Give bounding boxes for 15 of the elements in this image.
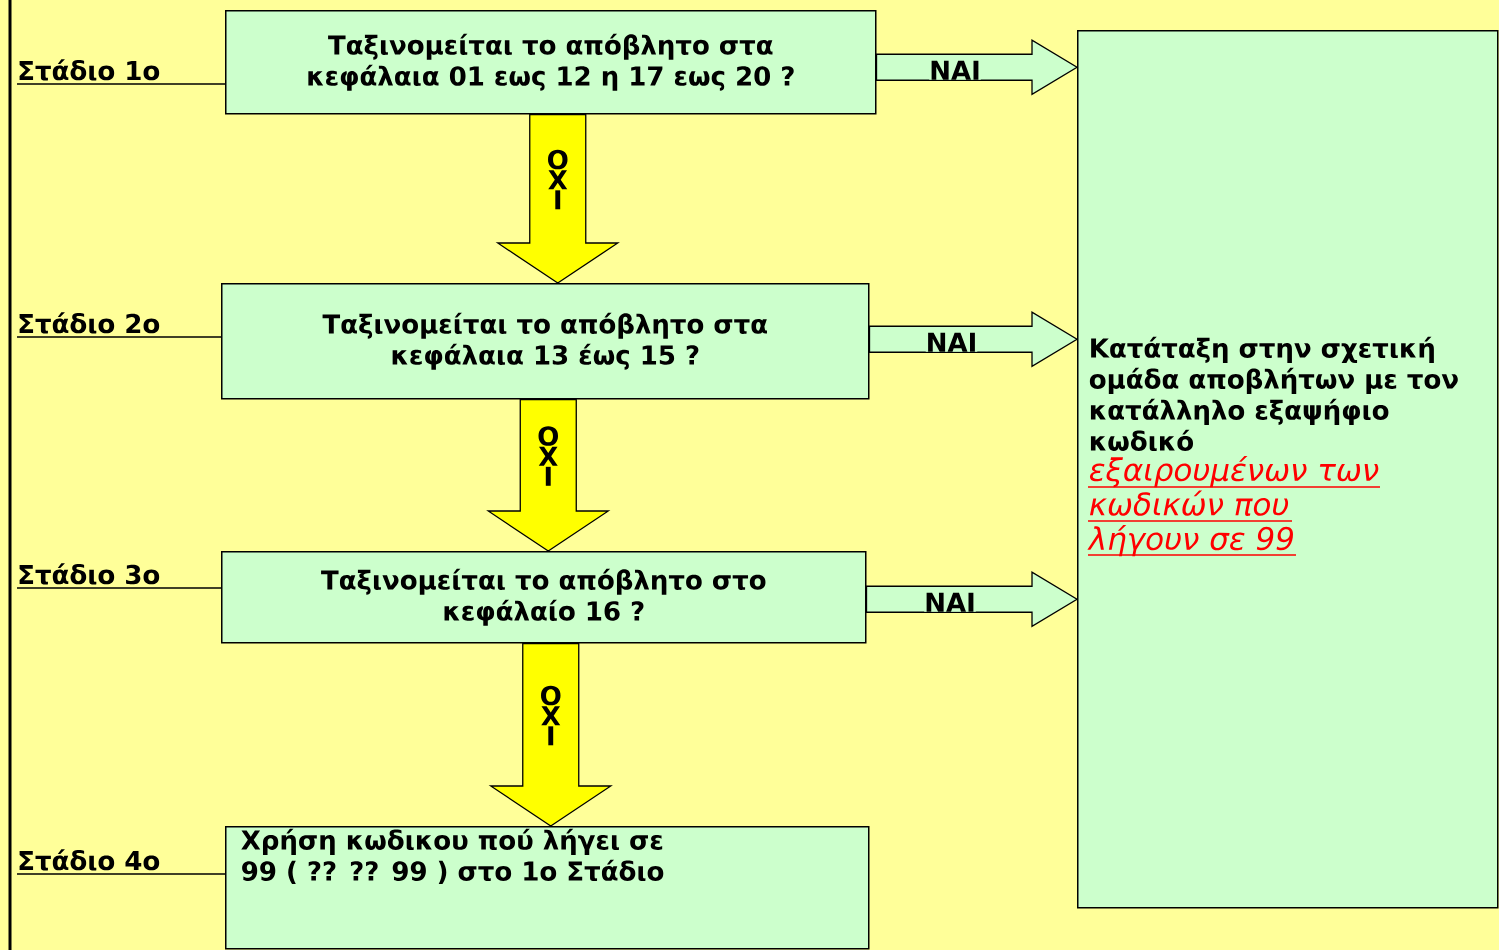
edge-label: Ο Χ Ι [536, 426, 561, 486]
process-box: Κατάταξη στην σχετική ομάδα αποβλήτων με τον κατάλληλο εξαψήφιο κωδικό εξαιρουμένων των κωδικών που λήγουν σε 99 [1077, 30, 1499, 909]
block-arrow [495, 113, 620, 284]
stage-label: Στάδιο 1ο [16, 59, 226, 85]
process-box: Ταξινομείται το απόβλητο στα κεφάλαια 13 έως 15 ? [221, 283, 870, 400]
block-arrow [488, 642, 613, 827]
block-arrow [865, 571, 1079, 628]
stage-label: Στάδιο 3ο [16, 563, 222, 589]
process-box: Ταξινομείται το απόβλητο στα κεφάλαια 01 εως 12 η 17 εως 20 ? [225, 10, 877, 115]
stage-label: Στάδιο 4ο [16, 849, 226, 875]
stage-label: Στάδιο 2ο [16, 312, 222, 338]
process-box: Ταξινομείται το απόβλητο στο κεφάλαίο 16 ? [221, 551, 867, 644]
block-arrow [875, 39, 1079, 96]
block-arrow [868, 311, 1079, 368]
process-box: Χρήση κωδικου πoύ λήγει σε 99 ( ?? ?? 99 ) στο 1ο Στάδιο [225, 826, 870, 950]
